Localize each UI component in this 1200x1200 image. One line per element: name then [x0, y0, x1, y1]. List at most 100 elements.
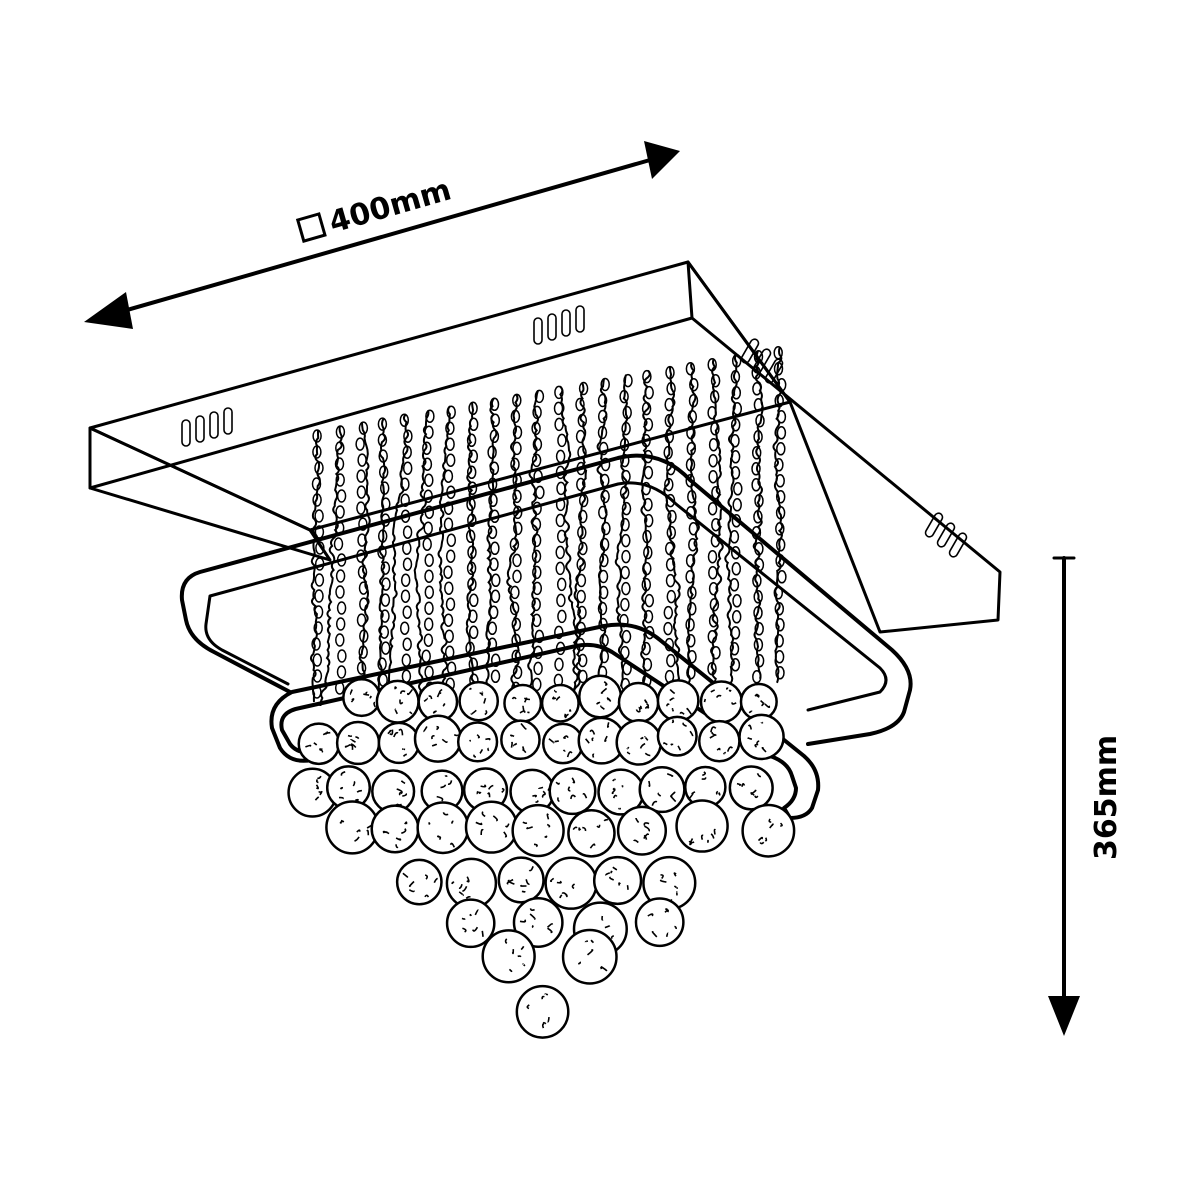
crystal-ball-texture [305, 731, 331, 753]
square-icon [295, 212, 327, 243]
crystal-ball-texture [633, 817, 650, 844]
crystal-ball [561, 928, 618, 985]
crystal-ball [377, 721, 421, 765]
crystal-ball [638, 765, 686, 814]
crystal-ball-texture [688, 828, 716, 846]
crystal-ball-texture [338, 771, 362, 803]
crystal-ball [548, 767, 597, 816]
crystal-ball-cluster [287, 674, 796, 1039]
crystal-ball-texture [428, 812, 456, 848]
crystal-ball [728, 765, 774, 811]
crystal-ball-texture [549, 877, 576, 899]
crystal-ball [416, 801, 470, 855]
crystal-ball-texture [611, 778, 624, 810]
crystal-ball [500, 719, 541, 761]
crystal-ball [616, 805, 668, 856]
height-dimension: 365mm [1048, 556, 1124, 1036]
crystal-ball-texture [747, 721, 767, 753]
crystal-strand [485, 397, 501, 696]
crystal-ball [578, 674, 623, 719]
crystal-strand [355, 421, 371, 703]
crystal-strand [685, 361, 700, 684]
crystal-strand [640, 369, 655, 692]
height-arrow-down-icon [1048, 996, 1080, 1036]
crystal-ball-texture [748, 693, 771, 714]
crystal-ball-texture [349, 689, 377, 708]
crystal-strand [596, 377, 611, 691]
crystal-strand [614, 373, 633, 692]
lamp-illustration [88, 260, 1002, 1039]
crystal-ball [458, 680, 500, 722]
crystal-ball-texture [451, 876, 471, 899]
crystal-ball-texture [519, 908, 554, 934]
crystal-ball [675, 799, 729, 853]
crystal-strand [413, 409, 435, 699]
crystal-ball [503, 683, 543, 723]
width-label: 400mm [325, 172, 455, 240]
crystal-ball [497, 856, 545, 904]
crystal-ball-texture [423, 725, 459, 747]
crystal-ball [615, 719, 663, 766]
crystal-strand [527, 389, 545, 695]
crystal-ball [511, 803, 565, 858]
plate-edge [691, 317, 1001, 573]
crystal-ball [375, 679, 420, 724]
crystal-ball-texture [585, 722, 610, 758]
crystal-ball [335, 720, 381, 766]
crystal-ball [456, 721, 499, 763]
crystal-ball [544, 856, 598, 910]
crystal-ball-texture [757, 818, 783, 845]
crystal-ball [541, 722, 584, 765]
crystal-ball-texture [635, 699, 650, 713]
crystal-ball-texture [469, 687, 488, 716]
upper-ring-inner [204, 481, 888, 712]
crystal-ball-texture [314, 775, 323, 801]
crystal-ball-texture [703, 687, 737, 705]
vent-slots-middle-icon [533, 305, 585, 345]
crystal-ball [370, 804, 420, 854]
crystal-strand [465, 401, 479, 699]
crystal-ball [699, 680, 744, 724]
crystal-ball-texture [476, 784, 505, 798]
crystal-ball-texture [548, 735, 573, 758]
crystal-ball [617, 681, 660, 724]
crystal-strand [506, 393, 523, 696]
crystal-ball-texture [572, 818, 608, 849]
crystal-ball [634, 897, 685, 948]
crystal-ball-texture [475, 811, 510, 838]
crystal-ball [741, 803, 796, 858]
crystal-ball-texture [509, 722, 527, 754]
crystal-ball-texture [387, 728, 407, 757]
crystal-ball-texture [461, 909, 484, 937]
crystal-ball-texture [663, 719, 694, 751]
crystal-strand [724, 354, 743, 684]
crystal-strand [437, 405, 457, 695]
crystal-ball [567, 808, 616, 858]
crystal-ball-texture [605, 866, 629, 890]
crystal-strand [751, 350, 765, 684]
crystal-strand [663, 365, 682, 688]
crystal-ball-texture [469, 734, 491, 758]
crystal-ball-texture [578, 939, 608, 972]
crystal-ball [481, 929, 536, 984]
crystal-ball [342, 678, 382, 718]
crystal-ball [325, 800, 380, 855]
crystal-ball-texture [339, 819, 373, 842]
crystal-strand [772, 346, 787, 684]
crystal-ball [656, 679, 700, 723]
crystal-strand [707, 357, 724, 687]
crystal-ball [297, 722, 341, 766]
ceiling-plate-front [88, 426, 332, 562]
crystal-ball-texture [647, 908, 677, 938]
crystal-ball [656, 715, 698, 757]
vent-slots-left-icon [181, 407, 233, 447]
crystal-ball-texture [666, 688, 692, 715]
plate-bottom-edge [88, 316, 694, 490]
upper-ring-frame [179, 453, 913, 746]
crystal-ball-texture [382, 821, 408, 849]
crystal-ball-texture [423, 688, 446, 714]
crystal-ball-texture [648, 772, 677, 806]
crystal-ball-texture [511, 696, 531, 714]
crystal-ball-texture [394, 686, 414, 715]
